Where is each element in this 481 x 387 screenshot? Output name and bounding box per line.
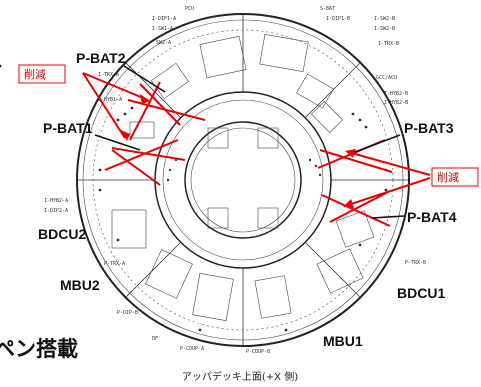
title-fragment: ペン搭載 [0,337,78,361]
pointer-lines [94,65,405,219]
equipment-boxes [111,34,375,321]
label-pbat3: P-BAT3 [404,120,454,136]
svg-text:DF: DF [152,336,158,342]
callout-reduced-left: 削減 [18,64,66,84]
svg-text:P-TRX-B: P-TRX-B [405,260,426,266]
svg-text:PCU: PCU [185,6,194,12]
svg-text:P-TRX-A: P-TRX-A [104,261,125,267]
svg-text:I-SW2-B: I-SW2-B [374,26,395,32]
left-top-fragment: 、 [0,47,15,71]
svg-text:I-HYB2-A: I-HYB2-A [44,198,68,204]
svg-text:SW2-A: SW2-A [156,40,171,46]
reduction-cross-right [317,139,393,227]
svg-text:削減: 削減 [437,170,459,184]
svg-text:I-HYB2-B: I-HYB2-B [384,91,408,97]
reduction-arrows [82,72,431,208]
label-pbat1: P-BAT1 [43,120,93,136]
svg-text:I-TRX-B: I-TRX-B [378,41,399,47]
label-mbu1: MBU1 [323,333,363,349]
svg-text:I-DIP1-B: I-DIP1-B [326,16,350,22]
svg-text:P-COUP-B: P-COUP-B [246,349,270,355]
label-bdcu1: BDCU1 [397,285,445,301]
label-pbat2: P-BAT2 [76,50,126,66]
svg-text:S-BAT: S-BAT [320,6,335,12]
svg-text:I-DIP1-A: I-DIP1-A [152,16,176,22]
svg-text:I-SW2-B: I-SW2-B [374,16,395,22]
figure-caption: アッパデッキ上面(+X 側) [182,370,298,383]
svg-text:I-HYB1-A: I-HYB1-A [98,97,122,103]
svg-text:I-TRX-A: I-TRX-A [98,72,119,78]
reduction-cross-left [104,81,206,186]
svg-text:P-COUP-A: P-COUP-A [180,346,204,352]
label-mbu2: MBU2 [60,277,100,293]
svg-text:P-DIP-B: P-DIP-B [117,310,138,316]
svg-text:I-HYB2-B: I-HYB2-B [384,100,408,106]
svg-text:I-SW1-A: I-SW1-A [152,26,173,32]
callout-reduced-right: 削減 [431,167,479,187]
radial-spokes [77,14,409,346]
svg-text:GCC/ACU: GCC/ACU [376,75,397,81]
svg-text:I-DIP2-A: I-DIP2-A [44,208,68,214]
label-pbat4: P-BAT4 [407,209,457,225]
small-equipment-labels: PCU I-DIP1-A I-SW1-A SW2-A I-TRX-A I-HYB… [44,6,426,355]
label-bdcu2: BDCU2 [38,226,86,242]
svg-text:削減: 削減 [24,67,46,81]
